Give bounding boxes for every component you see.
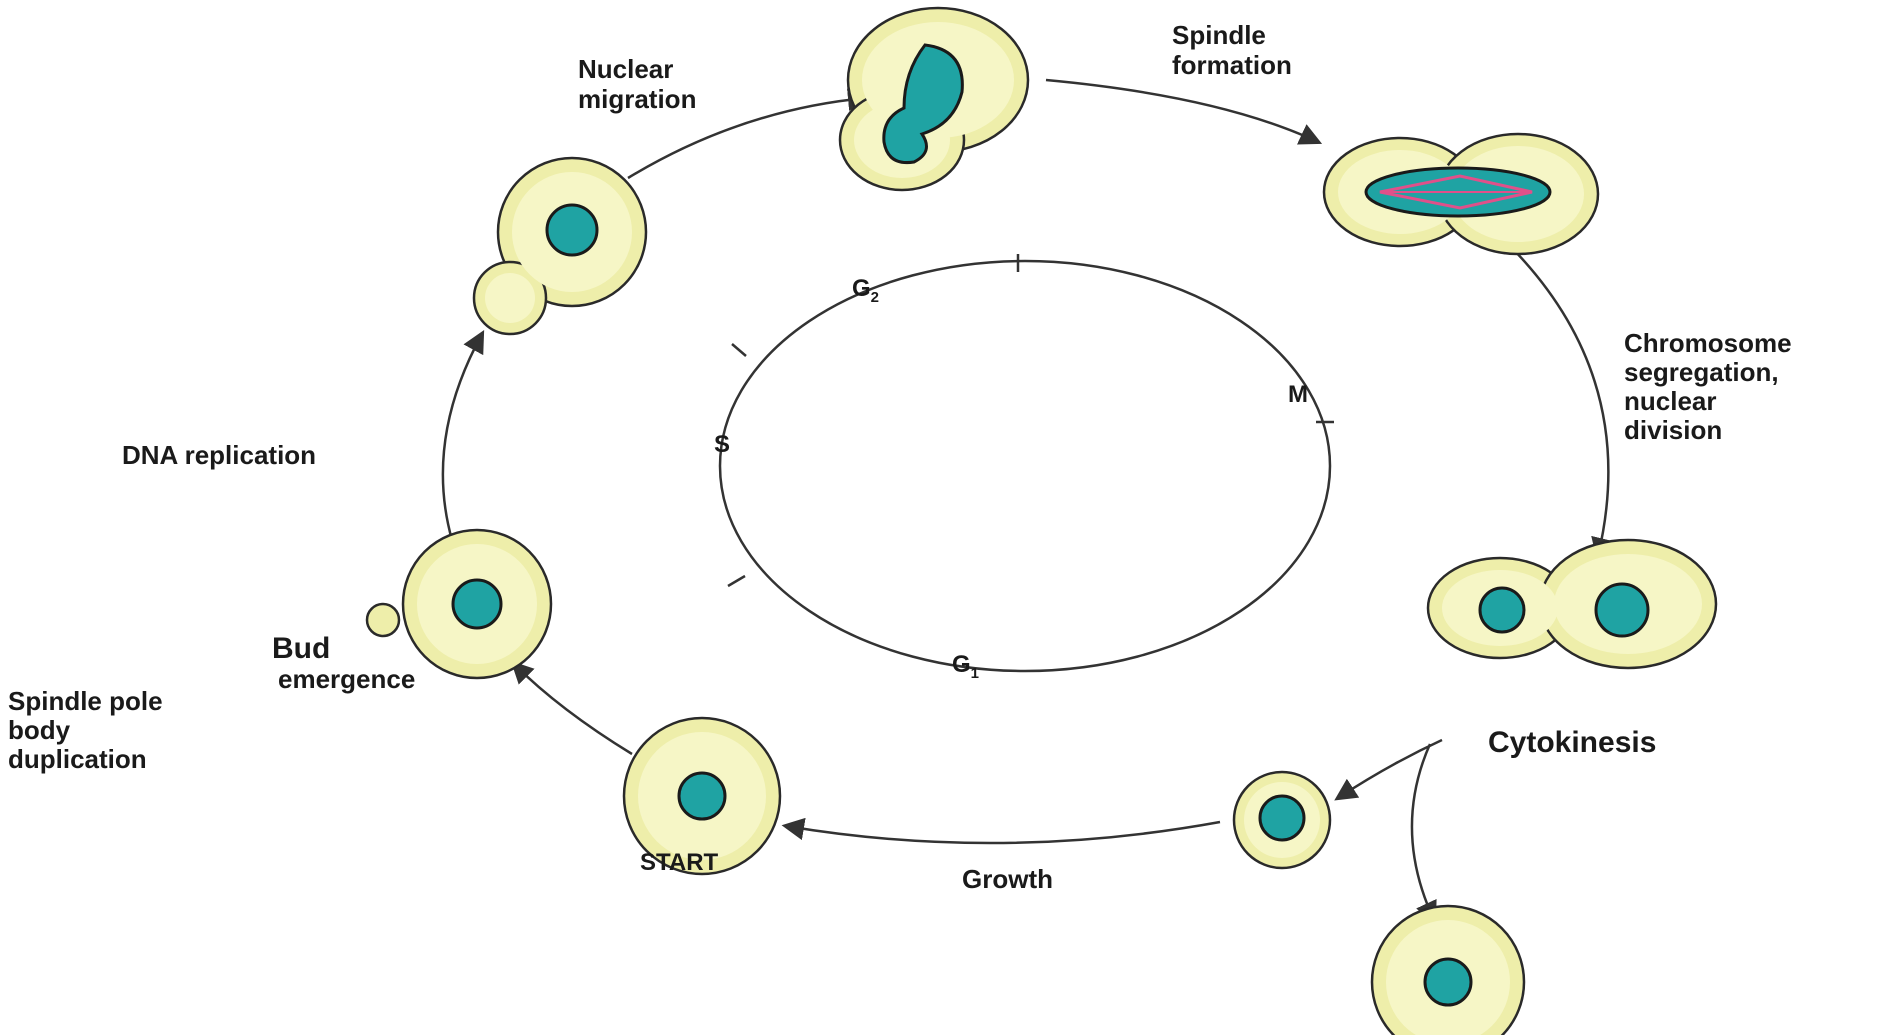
- cell-daughter-bottom: [1372, 906, 1524, 1035]
- cell-daughter-small: [1234, 772, 1330, 868]
- label-nuclear-migration: Nuclear migration: [578, 54, 696, 114]
- label-start: START: [640, 849, 719, 876]
- phase-label-g2: G2: [852, 275, 879, 306]
- label-growth: Growth: [962, 864, 1053, 894]
- label-spindle-pole-body-duplication: Spindle pole body duplication: [8, 686, 170, 774]
- cell-bud-emergence: [367, 530, 551, 678]
- cell-spindle-formation: [1324, 134, 1598, 254]
- label-dna-replication: DNA replication: [122, 440, 316, 470]
- label-chromosome-segregation: Chromosome segregation, nuclear division: [1624, 328, 1799, 445]
- phase-label-m: M: [1288, 381, 1308, 408]
- arrow-bud-emergence: [514, 664, 632, 754]
- label-spindle-formation: Spindle formation: [1172, 20, 1292, 80]
- cell-nuclear-migration: [840, 8, 1028, 190]
- arrow-cytokinesis-down: [1412, 744, 1434, 920]
- arrow-dna-replication: [443, 334, 482, 540]
- phase-label-g1: G1: [952, 651, 979, 682]
- phase-label-s: S: [714, 431, 730, 458]
- arrow-spindle-formation: [1046, 80, 1318, 142]
- label-cytokinesis: Cytokinesis: [1488, 726, 1656, 759]
- label-bud-emergence: Bud emergence: [272, 632, 415, 694]
- arrow-chromosome-segregation: [1512, 248, 1608, 556]
- arrow-growth: [786, 822, 1220, 843]
- cell-small-bud: [474, 158, 646, 334]
- arrow-cytokinesis-left: [1338, 740, 1442, 798]
- cell-cycle-ring: [720, 254, 1334, 671]
- cell-nuclear-division: [1428, 540, 1716, 668]
